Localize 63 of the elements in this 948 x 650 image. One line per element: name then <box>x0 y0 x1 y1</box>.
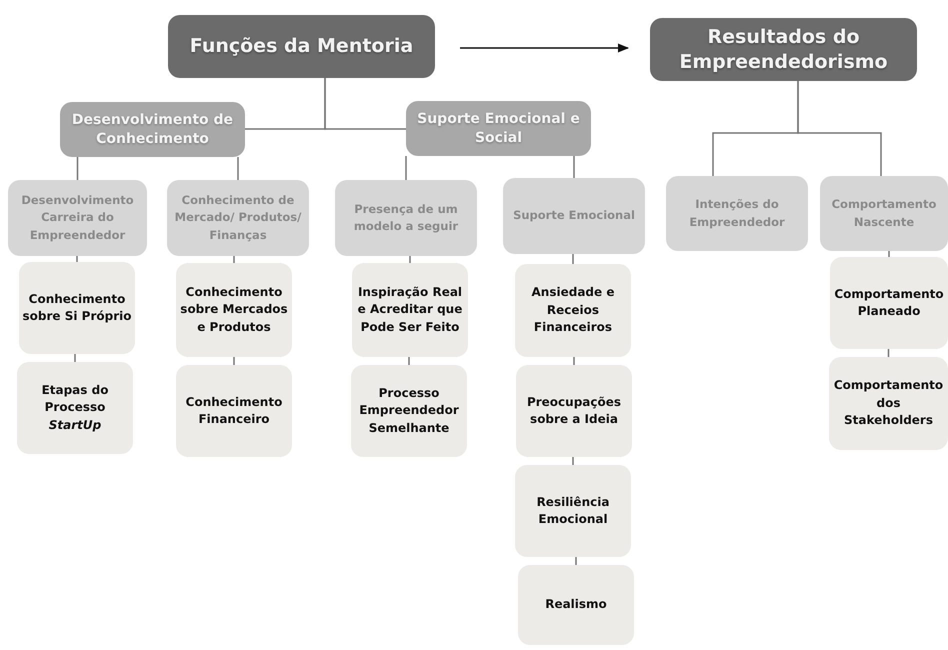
connector-line <box>408 357 410 365</box>
node-label: Preocupações sobre a Ideia <box>526 394 622 428</box>
main-box <box>168 15 435 78</box>
connector-line <box>573 357 575 365</box>
connector-line <box>74 354 76 362</box>
subcategory-box <box>518 565 634 645</box>
node-label: Resultados do Empreendedorismo <box>678 24 889 74</box>
node-label: Conhecimento de Mercado/ Produtos/ Finanças <box>174 192 302 244</box>
node-label: Processo Empreendedor Semelhante <box>358 384 460 437</box>
subcategory-box <box>830 257 948 349</box>
connector-line <box>797 81 882 176</box>
subcategory-box <box>352 263 468 357</box>
node-label: Conhecimento sobre Mercados e Produtos <box>179 284 289 336</box>
connector-line <box>575 557 577 565</box>
subcategory-box <box>515 264 631 357</box>
main-box <box>650 18 917 81</box>
node-label: Comportamento dos Stakeholders <box>832 377 944 430</box>
subcategory-box <box>351 365 467 457</box>
connector-line <box>572 254 574 264</box>
connector-line <box>573 156 575 178</box>
subcategory-box <box>516 365 632 457</box>
node-label: Resiliência Emocional <box>536 494 610 528</box>
connector-line <box>409 256 411 263</box>
category-box <box>503 178 645 254</box>
node-label: Inspiração Real e Acreditar que Pode Ser Feito <box>356 284 464 336</box>
connector-line <box>888 251 890 257</box>
heading-box <box>60 102 245 157</box>
arrow <box>460 44 630 52</box>
node-label: Comportamento Planeado <box>833 286 945 320</box>
category-box <box>335 180 477 256</box>
node-label: Ansiedade e Receios Financeiros <box>530 284 616 336</box>
node-label: Desenvolvimento de Conhecimento <box>70 110 234 148</box>
node-label: Intenções do Empreendedor <box>688 196 786 230</box>
connector-line <box>76 256 78 262</box>
connector-line <box>405 156 407 180</box>
subcategory-box <box>17 362 133 454</box>
connector-line <box>888 349 890 357</box>
node-label: Conhecimento Financeiro <box>184 394 284 428</box>
subcategory-box <box>829 357 948 450</box>
node-label: Presença de um modelo a seguir <box>352 200 460 235</box>
node-label: Etapas do Processo StartUp <box>40 382 110 434</box>
subcategory-box <box>515 465 631 557</box>
connector-line <box>572 457 574 465</box>
node-label: Suporte Emocional e Social <box>416 110 581 148</box>
subcategory-box <box>176 263 292 357</box>
node-label: Realismo <box>545 596 607 614</box>
category-box <box>666 176 808 251</box>
connector-line <box>76 157 78 180</box>
node-label: Suporte Emocional <box>513 207 635 224</box>
connector-line <box>237 157 239 180</box>
subcategory-box <box>176 365 292 457</box>
category-box <box>820 176 948 251</box>
heading-box <box>406 101 591 156</box>
category-box <box>167 180 309 256</box>
connector-line <box>324 78 406 130</box>
connector-line <box>233 357 235 365</box>
node-label: Desenvolvimento Carreira do Empreendedor <box>20 192 135 244</box>
node-label: Comportamento Nascente <box>830 196 938 230</box>
subcategory-box <box>19 262 135 354</box>
node-label: Funções da Mentoria <box>190 34 414 59</box>
node-label: Conhecimento sobre Si Próprio <box>22 290 132 325</box>
category-box <box>8 180 147 256</box>
connector-line <box>233 256 235 263</box>
